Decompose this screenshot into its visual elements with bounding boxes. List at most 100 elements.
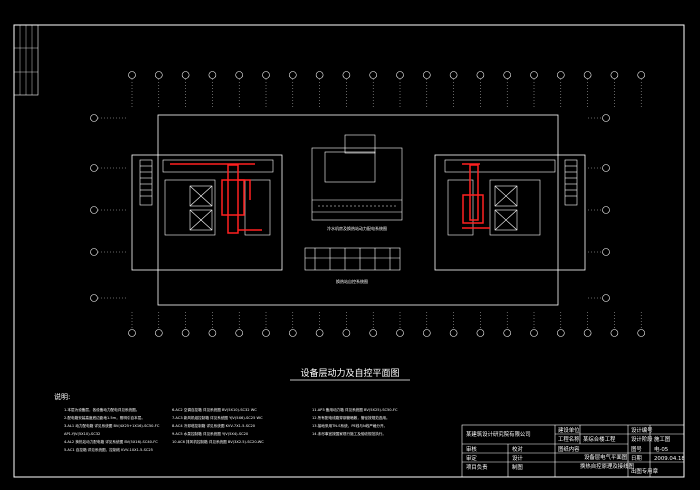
axis-bubble [610,329,619,337]
axis-bubble [315,329,324,337]
inner-plan-2 [304,247,401,271]
axis-bubble [155,329,163,337]
axis-bubble [602,206,610,214]
axis-bubble [288,329,297,337]
building-outline [131,114,586,306]
tb-stamp-label: 出图专用章 [631,467,659,475]
axis-bubble [235,71,243,79]
title-block [461,424,685,478]
note-line: 13.接地采用TN-S系统，PE线与N线严格分开。 [312,423,387,428]
axis-bubble [602,294,610,302]
tb-design-no-label: 设计编号 [631,426,653,434]
note-line: 11.AP3 备用动力箱 详见系统图 BV(5X25)-SC50-FC [312,407,398,412]
tb-review-label: 审核 [466,445,477,453]
axis-grid-left [90,114,128,302]
axis-bubble [449,329,458,337]
tb-project-label: 工程名称 [558,435,580,443]
axis-bubble [583,329,592,337]
right-core-plan [444,159,578,236]
notes-heading: 说明: [54,392,70,401]
notes-column-1: 1.本层为设备层，各设备动力配电详见系统图。 2.配电箱安装高度底边距地1.5m，… [64,407,160,452]
axis-bubble [262,71,270,79]
tb-drawing-name-1: 设备层电气平面图 [584,453,627,461]
axis-grid-right [588,114,610,302]
axis-bubble [315,71,324,79]
axis-bubble [449,71,458,79]
axis-bubble [556,71,565,79]
tb-approve-label: 审定 [466,454,477,462]
axis-bubble [503,71,512,79]
axis-bubble [556,329,565,337]
notes-column-2: 6.AC2 空调自控箱 详见系统图 BV(5X10)-SC32 WC 7.AC3 … [172,407,264,444]
tb-chief-label: 项目负责 [466,463,488,471]
axis-bubble [90,248,98,256]
right-power-routing [462,163,490,229]
inner-plan-1-label: 冷水机房及换热站动力配电系统图 [327,225,387,231]
axis-bubble [530,329,538,337]
tb-draw-label: 制图 [512,463,523,471]
note-line: 3.AL1 动力配电箱 详见系统图 BV(4X25+1X16)-SC50-FC [64,423,160,428]
tb-client-label: 建设单位 [558,426,580,434]
drawing-border [13,24,685,478]
axis-bubble [288,71,297,79]
axis-bubble [181,71,190,79]
axis-bubble [422,329,431,337]
axis-bubble [476,329,485,337]
axis-bubble [602,164,610,172]
axis-bubble [602,248,610,256]
axis-bubble [637,71,646,79]
axis-bubble [155,71,163,79]
axis-bubble [342,71,351,79]
note-line: 7.AC3 新风机组控制箱 详见系统图 YJV(5X6)-SC25 WC [172,415,263,420]
axis-bubble [128,71,136,79]
tb-company-label: 某建筑设计研究院有限公司 [466,430,531,438]
tb-sheet-no-label: 图号 [631,445,642,453]
axis-bubble [476,71,485,79]
tb-stage-label: 设计阶段 [631,435,653,443]
left-core-plan [139,159,274,236]
tb-drawing-name-2: 换热自控原理及接线图 [580,462,634,470]
axis-bubble [369,71,378,79]
drawing-title: 设备层动力及自控平面图 [300,367,399,379]
axis-bubble [128,329,136,337]
left-power-routing [170,163,262,234]
axis-bubble [90,114,98,122]
axis-bubble [181,329,190,337]
notes-column-3: 11.AP3 备用动力箱 详见系统图 BV(5X25)-SC50-FC 12.所有… [312,407,398,436]
axis-bubble [583,71,592,79]
note-line: 9.AC5 水泵控制箱 详见系统图 YJV(5X4)-SC20 [172,431,249,436]
axis-bubble [396,329,404,337]
tb-check-label: 校对 [512,445,523,453]
tb-date-value: 2009.04.18 [654,456,685,462]
axis-bubble [610,71,619,79]
tb-drawing-name-label: 图纸内容 [558,445,580,453]
axis-bubble [90,206,98,214]
axis-bubble [90,294,98,302]
axis-bubble [530,71,538,79]
tb-project-value: 某综合楼工程 [583,435,616,443]
axis-bubble [602,114,610,122]
axis-grid-top [128,71,646,108]
note-line: 1.本层为设备层，各设备动力配电详见系统图。 [64,407,139,412]
axis-bubble [262,329,270,337]
axis-bubble [396,71,404,79]
axis-bubble [235,329,243,337]
note-line: 6.AC2 空调自控箱 详见系统图 BV(5X10)-SC32 WC [172,407,257,412]
tb-stage-value: 施工图 [654,435,670,443]
note-line: 12.所有配电线路穿钢管暗敷，管径按规范选用。 [312,415,390,420]
note-line: 2.配电箱安装高度底边距地1.5m，照明引自本层。 [64,415,145,420]
axis-bubble [208,71,217,79]
note-line: 5.AC1 自控箱 详见系统图，控制线 KVV-10X1.5-SC25 [64,447,153,452]
axis-bubble [342,329,351,337]
axis-bubble [637,329,646,337]
tb-sheet-no-value: 电-05 [654,445,668,453]
inner-plan-2-label: 换热站自控系统图 [336,278,368,284]
inner-plan-1 [311,134,403,221]
tb-date-label: 日期 [631,455,642,462]
note-line: 10.AC6 排风机控制箱 详见系统图 BV(3X2.5)-SC20-WC [172,439,264,444]
axis-grid-bottom [128,312,646,337]
axis-bubble [208,329,217,337]
axis-bubble [503,329,512,337]
axis-bubble [422,71,431,79]
